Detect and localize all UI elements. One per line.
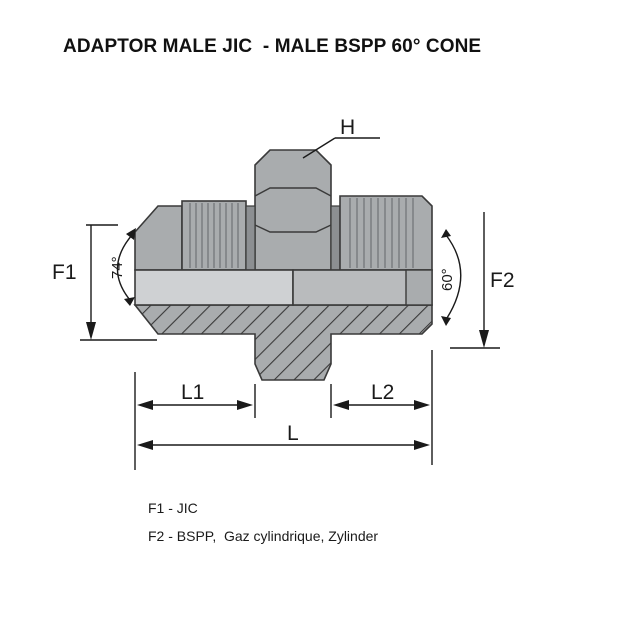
- l1-arrowhead-right: [237, 400, 253, 410]
- l1-arrowhead-left: [137, 400, 153, 410]
- h-leader: [302, 137, 336, 159]
- page-title: ADAPTOR MALE JIC - MALE BSPP 60° CONE: [63, 36, 482, 57]
- legend-f2: F2 - BSPP, Gaz cylindrique, Zylinder: [148, 528, 379, 544]
- bore: [134, 269, 433, 306]
- angle-60-arc: [445, 234, 462, 319]
- l-arrowhead-right: [414, 440, 430, 450]
- bspp-thread: [339, 195, 433, 271]
- jic-cone-nose: [134, 205, 183, 271]
- f2-arrowhead: [479, 330, 489, 348]
- section-cut: [133, 304, 433, 381]
- hex-body: [245, 149, 341, 271]
- l1-label: L1: [181, 381, 204, 404]
- angle-74-arc: [116, 234, 133, 301]
- l2-arrowhead-right: [414, 400, 430, 410]
- legend-f1: F1 - JIC: [148, 500, 198, 516]
- l2-label: L2: [371, 381, 394, 404]
- f2-label: F2: [490, 269, 515, 292]
- l-arrowhead-left: [137, 440, 153, 450]
- f1-label: F1: [52, 261, 77, 284]
- h-label: H: [340, 116, 355, 139]
- angle-60-label: 60°: [439, 268, 456, 291]
- f1-arrowhead: [86, 322, 96, 340]
- angle-74-label: 74°: [109, 256, 126, 279]
- jic-thread: [181, 200, 247, 271]
- l2-arrowhead-left: [333, 400, 349, 410]
- l-label: L: [287, 422, 299, 445]
